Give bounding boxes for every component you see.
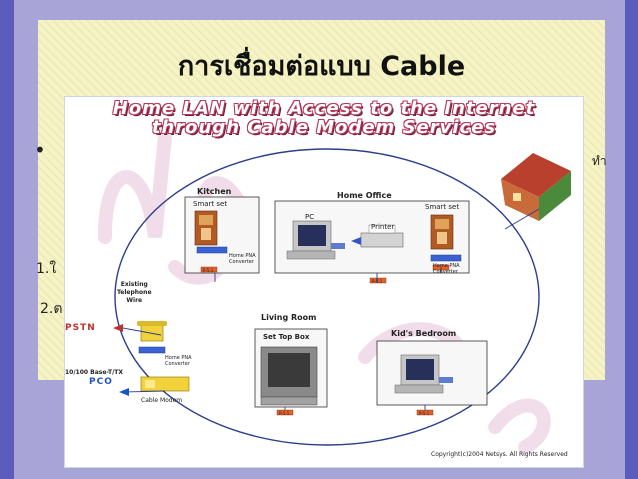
pc-label: PC <box>305 213 315 221</box>
connection-lines <box>122 208 540 410</box>
pco-label: PCO <box>89 377 113 387</box>
set-top-box-label: Set Top Box <box>263 333 310 341</box>
pna-converter-office-icon <box>430 254 462 262</box>
cable-modem-icon <box>140 376 190 392</box>
kids-bedroom-label: Kid's Bedroom <box>391 329 457 338</box>
network-diagram: Home LAN with Access to the Internet thr… <box>64 96 584 468</box>
kitchen-label: Kitchen <box>197 187 232 196</box>
diagram-banner: Home LAN with Access to the Internet thr… <box>65 99 583 137</box>
list-item-1-fragment: 1.ใ <box>36 261 57 277</box>
diagram-drawing <box>98 130 571 454</box>
home-office-label: Home Office <box>337 191 392 200</box>
pco-arrow <box>119 388 129 396</box>
outlet-label-office: P-5-1 <box>372 279 383 284</box>
converter-kitchen-label: Home PNA Converter <box>229 253 256 265</box>
smart-set-office-icon <box>430 214 454 250</box>
set-top-box-tv-icon <box>260 346 318 406</box>
smart-set-kitchen-icon <box>194 210 218 246</box>
bullet-marker: • <box>34 138 46 162</box>
house-icon <box>501 153 571 221</box>
banner-line-1: Home LAN with Access to the Internet <box>112 98 536 119</box>
copyright-notice: Copyright(c)2004 Netsys. All Rights Rese… <box>431 451 568 458</box>
pstn-label: PSTN <box>65 323 96 333</box>
existing-wire-label: Existing Telephone Wire <box>117 281 152 304</box>
printer-label: Printer <box>371 223 395 231</box>
bullet-text-fragment: ทำ <box>592 154 607 168</box>
banner-line-2: through Cable Modem Services <box>151 117 497 138</box>
ethernet-label: 10/100 Base-T/TX <box>65 369 124 376</box>
list-item-2-fragment: 2.ต <box>40 301 63 317</box>
pc-icon <box>286 220 345 260</box>
converter-office-label: Home PNA Converter <box>433 263 460 275</box>
cable-modem-label: Cable Modem <box>141 397 183 404</box>
pna-converter-kitchen-icon <box>196 246 228 254</box>
outlet-label-living: P-5-1 <box>279 411 290 416</box>
smart-set-office-label: Smart set <box>425 203 460 211</box>
living-room-label: Living Room <box>261 313 317 322</box>
converter-modem-label: Home PNA Converter <box>165 355 192 367</box>
outlet-label-kitchen: P-5-1 <box>203 268 214 273</box>
outlet-label-bedroom: P-5-1 <box>419 411 430 416</box>
slide-title: การเชื่อมต่อแบบ Cable <box>177 51 466 82</box>
pna-converter-modem-icon <box>138 346 166 354</box>
home-network-loop <box>114 148 540 446</box>
pstn-arrow <box>113 324 123 332</box>
printer-icon <box>351 224 404 248</box>
smart-set-kitchen-label: Smart set <box>193 200 228 208</box>
kids-pc-icon <box>394 354 453 394</box>
